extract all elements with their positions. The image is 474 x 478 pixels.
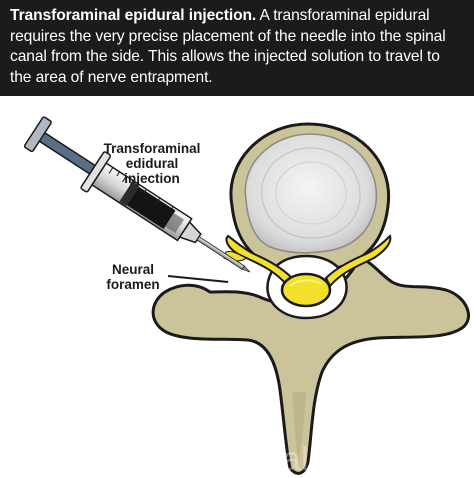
syringe-graduations [108, 167, 174, 213]
caption-banner: Transforaminal epidural injection. A tra… [0, 0, 474, 96]
spinous-process-shading [292, 392, 306, 462]
syringe-hub [178, 220, 202, 244]
spinal-cord-highlight [289, 279, 323, 287]
left-nerve-root [225, 234, 294, 286]
foramen-label: Neural foramen [106, 262, 160, 292]
injection-label: Transforaminal edidural injection [103, 141, 201, 186]
nerve-roots [223, 234, 392, 288]
spinal-cord [280, 272, 332, 308]
syringe-thumb-rest [23, 116, 52, 153]
syringe-plunger-rod [36, 130, 98, 176]
syringe [23, 116, 251, 273]
foramen-pointer-line [167, 275, 229, 283]
right-nerve-root [324, 234, 392, 288]
intervertebral-disc [244, 133, 378, 254]
watermark: CaringMedical.com [91, 440, 383, 477]
caption-text: Transforaminal epidural injection. A tra… [10, 6, 464, 88]
syringe-stopper [119, 181, 140, 206]
syringe-fluid [126, 186, 176, 230]
caption-lead: Transforaminal epidural injection. [10, 7, 257, 24]
spine-injection-illustration [23, 116, 470, 475]
caption-body: A transforaminal epidural requires the v… [10, 7, 446, 86]
